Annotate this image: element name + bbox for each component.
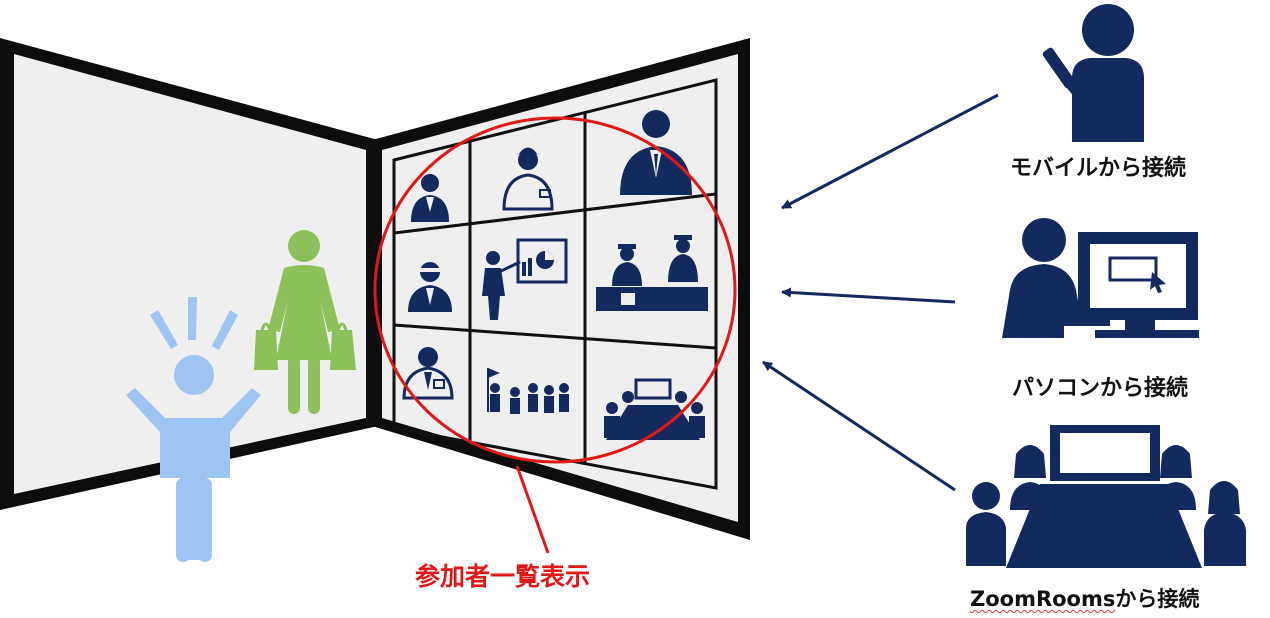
meeting-table-icon <box>604 378 705 440</box>
doctor-icon <box>402 347 454 400</box>
left-wall <box>0 38 378 510</box>
zoomrooms-connection-label: ZoomRoomsから接続 <box>970 583 1199 613</box>
man-glasses-icon <box>408 262 452 312</box>
pc-connection-label: パソコンから接続 <box>1012 376 1189 401</box>
video-grid <box>392 78 718 490</box>
meeting-room-icon <box>966 425 1246 568</box>
woman-shopping-icon <box>254 230 356 414</box>
businessman-icon <box>411 174 449 222</box>
participants-highlight <box>373 116 737 554</box>
group-flag-icon <box>487 368 569 414</box>
zoomrooms-arrow <box>762 360 956 492</box>
executive-icon <box>620 110 692 195</box>
mobile-user-icon <box>1042 4 1144 142</box>
presenter-chart-icon <box>482 238 568 320</box>
pc-user-icon <box>1002 218 1199 338</box>
connection-arrows <box>762 93 999 492</box>
mobile-connection-label: モバイルから接続 <box>1010 156 1187 181</box>
zoomrooms-label-prefix: ZoomRooms <box>970 587 1116 611</box>
pc-arrow <box>781 287 956 304</box>
participants-grid-label: 参加者一覧表示 <box>415 562 591 591</box>
mobile-arrow <box>781 93 999 210</box>
woman-reception-icon <box>502 147 554 211</box>
shop-counter-icon <box>596 235 708 311</box>
zoomrooms-label-suffix: から接続 <box>1115 587 1200 611</box>
surprised-person-icon <box>126 297 261 562</box>
